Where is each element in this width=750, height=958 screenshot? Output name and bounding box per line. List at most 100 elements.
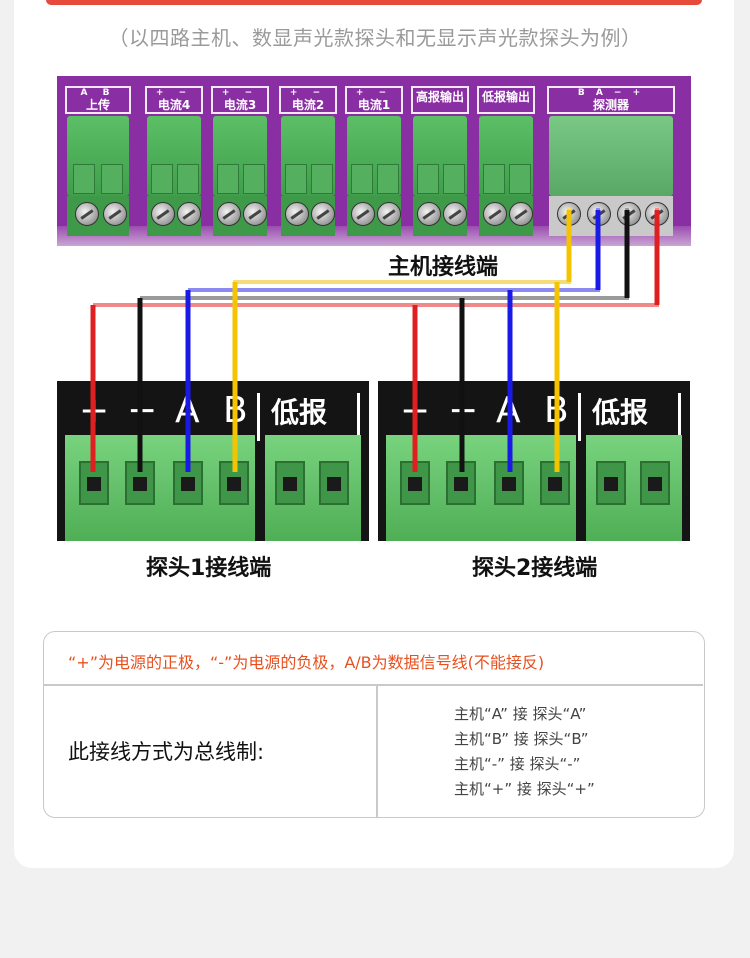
host-block-label: + − 电流3 [211, 86, 269, 114]
screw-icon [617, 202, 641, 226]
probe1-labels: + − A B 低报 [57, 389, 369, 441]
green-connector [586, 435, 682, 541]
host-block-detector: B A − + 探测器 [547, 86, 675, 236]
probe-label-b: B [544, 390, 569, 431]
polarity-note: “+”为电源的正极，“-”为电源的负极，A/B为数据信号线(不能接反) [68, 653, 545, 672]
top-accent-bar [46, 0, 702, 5]
green-connector [65, 435, 255, 541]
screw-row [213, 196, 267, 236]
probe-label-a: A [496, 390, 521, 431]
terminal-slot [540, 461, 570, 505]
screw-row [347, 196, 401, 236]
probe-label-low-alarm: 低报 [271, 396, 328, 429]
host-block-current3: + − 电流3 [211, 86, 269, 236]
screw-row [147, 196, 201, 236]
host-terminal-caption: 主机接线端 [388, 255, 499, 280]
terminal-slot [494, 461, 524, 505]
host-terminal-board: A B 上传 + − 电流4 + − 电流3 + − 电流2 + − [57, 76, 691, 246]
host-block-label: + − 电流2 [279, 86, 337, 114]
green-connector [265, 435, 361, 541]
host-block-high-alarm-output: 高报输出 [411, 86, 469, 236]
probe2-labels: + − A B 低报 [378, 389, 690, 441]
host-block-current4: + − 电流4 [145, 86, 203, 236]
screw-row [549, 196, 673, 236]
screw-icon [417, 202, 441, 226]
host-block-label: B A − + 探测器 [547, 86, 675, 114]
screw-icon [587, 202, 611, 226]
host-block-name: 电流3 [223, 97, 257, 112]
host-block-label: + − 电流4 [145, 86, 203, 114]
probe-label-a: A [175, 390, 200, 431]
terminal-slot [640, 461, 670, 505]
host-block-name: 电流1 [357, 97, 391, 112]
probe-label-plus: + [79, 390, 110, 431]
divider [578, 393, 581, 441]
subtitle: （以四路主机、数显声光款探头和无显示声光款探头为例） [108, 26, 642, 50]
host-block-name: 上传 [85, 97, 110, 112]
host-block-label: + − 电流1 [345, 86, 403, 114]
screw-row [479, 196, 533, 236]
green-connector [347, 116, 401, 196]
host-block-signs: + − [355, 88, 393, 98]
screw-row [281, 196, 335, 236]
screw-icon [483, 202, 507, 226]
green-connector [67, 116, 129, 196]
host-block-signs: B A − + [577, 88, 645, 98]
host-block-label: A B 上传 [65, 86, 131, 114]
screw-row [67, 196, 129, 236]
divider [44, 684, 703, 686]
probe1-terminal-board: + − A B 低报 [57, 381, 369, 541]
probe-label-b: B [223, 390, 248, 431]
host-block-signs: + − [155, 88, 193, 98]
terminal-slot [79, 461, 109, 505]
divider [376, 685, 378, 817]
screw-icon [509, 202, 533, 226]
rule-a: 主机“A” 接 探头“A” [454, 705, 587, 723]
green-connector [386, 435, 576, 541]
screw-row [413, 196, 467, 236]
rule-plus: 主机“+” 接 探头“+” [454, 780, 595, 798]
terminal-slot [400, 461, 430, 505]
probe-label-plus: + [400, 390, 431, 431]
host-block-low-alarm-output: 低报输出 [477, 86, 535, 236]
divider [257, 393, 260, 441]
green-connector [281, 116, 335, 196]
wiring-rules: 主机“A” 接 探头“A” 主机“B” 接 探头“B” 主机“-” 接 探头“-… [454, 702, 674, 802]
host-block-name: 探测器 [592, 97, 629, 112]
screw-icon [311, 202, 335, 226]
host-block-signs: + − [289, 88, 327, 98]
host-block-name: 低报输出 [481, 90, 530, 104]
screw-icon [177, 202, 201, 226]
terminal-slot [319, 461, 349, 505]
rule-b: 主机“B” 接 探头“B” [454, 730, 589, 748]
host-block-upload: A B 上传 [65, 86, 131, 236]
probe2-caption: 探头2接线端 [472, 556, 598, 581]
divider [357, 393, 360, 441]
probe-label-low-alarm: 低报 [592, 396, 649, 429]
host-block-label: 低报输出 [477, 86, 535, 114]
probe1-caption: 探头1接线端 [146, 556, 272, 581]
green-connector [549, 116, 673, 196]
host-block-name: 电流2 [291, 97, 325, 112]
terminal-slot [173, 461, 203, 505]
host-block-label: 高报输出 [411, 86, 469, 114]
screw-icon [557, 202, 581, 226]
host-block-signs: A B [80, 88, 116, 98]
screw-icon [285, 202, 309, 226]
screw-icon [351, 202, 375, 226]
terminal-slot [596, 461, 626, 505]
divider [678, 393, 681, 441]
green-connector [147, 116, 201, 196]
screw-icon [217, 202, 241, 226]
screw-icon [443, 202, 467, 226]
screw-icon [243, 202, 267, 226]
rule-minus: 主机“-” 接 探头“-” [454, 755, 581, 773]
host-block-name: 高报输出 [415, 90, 464, 104]
terminal-slot [446, 461, 476, 505]
probe2-terminal-board: + − A B 低报 [378, 381, 690, 541]
screw-icon [103, 202, 127, 226]
screw-icon [645, 202, 669, 226]
terminal-slot [275, 461, 305, 505]
terminal-slot [219, 461, 249, 505]
screw-icon [377, 202, 401, 226]
